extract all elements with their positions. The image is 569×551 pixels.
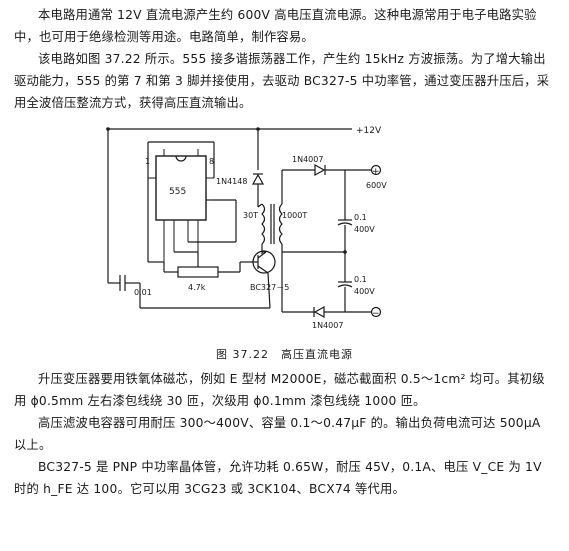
capacitor-top-value: 0.1 xyxy=(354,213,367,222)
supply-label: +12V xyxy=(356,126,382,136)
ic-label: 555 xyxy=(169,187,186,197)
capacitor-top-voltage: 400V xyxy=(354,225,375,234)
transformer-secondary xyxy=(278,203,283,245)
minus-sign: − xyxy=(372,309,380,319)
circuit-diagram: +12V 0.01 555 1 8 4.7k 1N4148 30T 1000T xyxy=(106,126,387,330)
resistor-label: 4.7k xyxy=(188,283,206,292)
paragraph-transistor: BC327-5 是 PNP 中功率晶体管，允许功耗 0.65W，耐压 45V，0… xyxy=(14,460,542,496)
diode-1n4148-label: 1N4148 xyxy=(216,177,247,186)
paragraph-capacitor: 高压滤波电容器可用耐压 300～400V、容量 0.1～0.47μF 的。输出负… xyxy=(14,416,541,452)
output-voltage-label: 600V xyxy=(366,181,387,190)
output-terminal-negative xyxy=(370,306,382,318)
capacitor-bottom-voltage: 400V xyxy=(354,287,375,296)
paragraph-transformer: 升压变压器要用铁氧体磁芯，例如 E 型材 M2000E，磁芯截面积 0.5～1c… xyxy=(14,372,545,408)
diode-bottom xyxy=(313,305,325,319)
capacitor-bottom-value: 0.1 xyxy=(354,275,367,284)
diode-bottom-label: 1N4007 xyxy=(312,321,343,330)
paragraph-intro: 本电路用通常 12V 直流电源产生约 600V 高电压直流电源。这种电源常用于电… xyxy=(14,8,537,44)
diode-top xyxy=(314,163,326,177)
plus-sign: + xyxy=(372,167,380,177)
pin8-label: 8 xyxy=(209,157,214,166)
secondary-label: 1000T xyxy=(282,211,307,220)
output-terminal-positive xyxy=(370,164,382,176)
diode-1n4148 xyxy=(251,173,265,185)
timing-capacitor-label: 0.01 xyxy=(134,288,152,297)
resistor-4k7 xyxy=(177,266,219,278)
figure-caption: 图 37.22 高压直流电源 xyxy=(216,348,353,361)
ic-555 xyxy=(155,155,207,221)
diode-top-label: 1N4007 xyxy=(292,155,323,164)
primary-label: 30T xyxy=(243,211,258,220)
paragraph-description: 该电路如图 37.22 所示。555 接多谐振荡器工作，产生约 15kHz 方波… xyxy=(14,52,550,110)
transformer-primary xyxy=(261,203,266,245)
transistor-label: BC327－5 xyxy=(250,283,289,292)
